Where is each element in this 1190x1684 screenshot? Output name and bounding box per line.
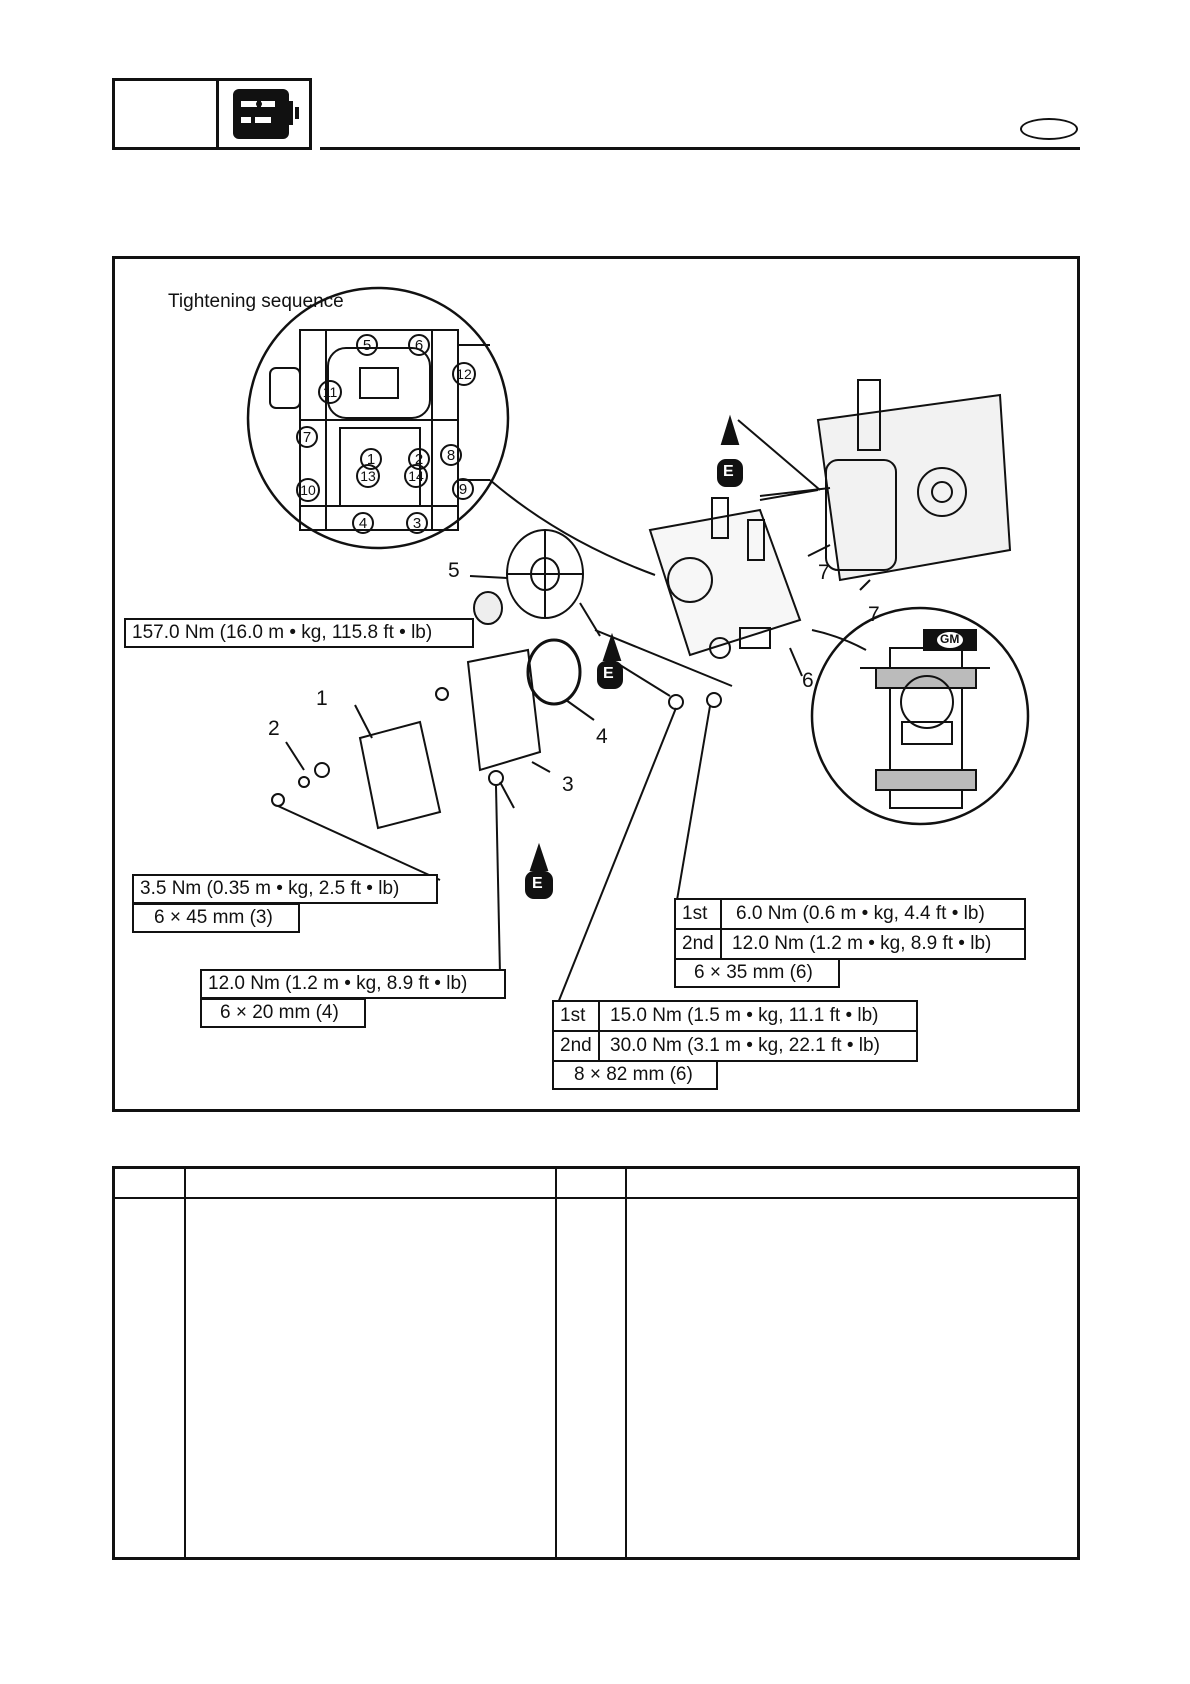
grease-mark [923,629,977,651]
cover-bolt-size: 6 × 45 mm (3) [132,903,300,933]
sequence-number: 5 [356,334,378,356]
table-header-rule [115,1197,1077,1199]
sequence-number: 4 [352,512,374,534]
sequence-number: 12 [452,362,476,386]
crankcase-small-value: 12.0 Nm (1.2 m • kg, 8.9 ft • lb) [720,928,1026,960]
sealant-mark-e-3 [525,842,553,899]
sequence-number: 6 [408,334,430,356]
callout-number: 7 [868,603,880,626]
cylinder-block [759,379,1012,582]
crankcase-large-size: 8 × 82 mm (6) [552,1060,718,1090]
powerunit-icon [233,89,299,139]
sequence-number: 14 [404,464,428,488]
crankcase [648,497,802,659]
callout-number: 2 [268,717,280,740]
sealant-e-label: E [532,875,543,892]
crankcase-large-value: 30.0 Nm (3.1 m • kg, 22.1 ft • lb) [598,1030,918,1062]
crankcase-small-step: 2nd [674,928,722,960]
plate-bolt-size: 6 × 20 mm (4) [200,998,366,1028]
crankcase-large-value: 15.0 Nm (1.5 m • kg, 11.1 ft • lb) [598,1000,918,1032]
sequence-number: 8 [440,444,462,466]
callout-number: 4 [596,725,608,748]
sealant-e-label: E [723,463,734,480]
exploded-view-drawing [246,286,1030,1009]
callout-number: 7 [818,561,830,584]
flywheel-nut-torque: 157.0 Nm (16.0 m • kg, 115.8 ft • lb) [124,618,474,648]
crankcase-small-size: 6 × 35 mm (6) [674,958,840,988]
header-section-icon-box [216,78,312,150]
crankcase-large-step: 1st [552,1000,600,1032]
sequence-number: 10 [296,478,320,502]
sequence-number: 3 [406,512,428,534]
sequence-number: 11 [318,380,342,404]
tightening-sequence-inset [246,286,510,550]
table-column-divider [625,1169,627,1557]
crankcase-large-step: 2nd [552,1030,600,1062]
sequence-number: 9 [452,478,474,500]
sealant-e-label: E [603,665,614,682]
crankshaft-bearing-detail-inset [810,606,1030,826]
header-chapter-box [112,78,216,150]
exploded-view-figure [112,256,1080,1112]
callout-number: 1 [316,687,328,710]
o-ring [526,638,582,706]
table-column-divider [184,1169,186,1557]
sequence-number: 7 [296,426,318,448]
table-column-divider [555,1169,557,1557]
crankcase-small-step: 1st [674,898,722,930]
outer-cover [358,720,442,830]
sequence-number: 13 [356,464,380,488]
callout-number: 5 [448,559,460,582]
sealant-mark-e-1 [717,414,743,487]
flywheel [473,529,584,625]
inset-title: Tightening sequence [168,291,344,312]
grease-gm-label: GM [940,632,960,646]
header-rule [320,147,1080,150]
cover-bolt-torque: 3.5 Nm (0.35 m • kg, 2.5 ft • lb) [132,874,438,904]
callout-number: 6 [802,669,814,692]
plate-bolt-torque: 12.0 Nm (1.2 m • kg, 8.9 ft • lb) [200,969,506,999]
language-oval [1020,118,1078,140]
cover-plate [466,648,542,772]
parts-table [112,1166,1080,1560]
callout-number: 3 [562,773,574,796]
crankcase-small-value: 6.0 Nm (0.6 m • kg, 4.4 ft • lb) [720,898,1026,930]
